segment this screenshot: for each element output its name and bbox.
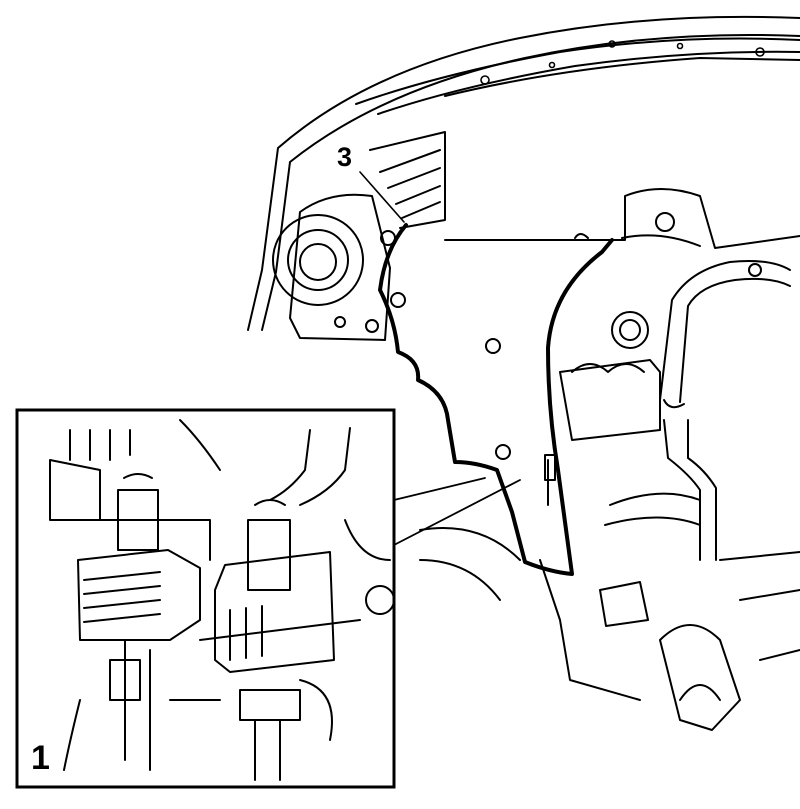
relay-block xyxy=(544,311,661,506)
hood-rivets xyxy=(480,40,765,85)
callout-3-leader xyxy=(359,171,405,223)
inner-panel xyxy=(390,188,800,460)
zoom-leader-bottom xyxy=(393,479,521,546)
detail-inset xyxy=(15,408,396,789)
zoom-leader-top xyxy=(393,477,486,501)
hood-panel xyxy=(247,15,800,331)
wiring-harness xyxy=(378,223,614,576)
headlamp-housing xyxy=(272,131,446,341)
callout-1-label: 1 xyxy=(31,739,50,777)
lower-engine xyxy=(419,527,800,731)
coolant-hose xyxy=(604,260,791,561)
callout-3-label: 3 xyxy=(337,142,353,172)
